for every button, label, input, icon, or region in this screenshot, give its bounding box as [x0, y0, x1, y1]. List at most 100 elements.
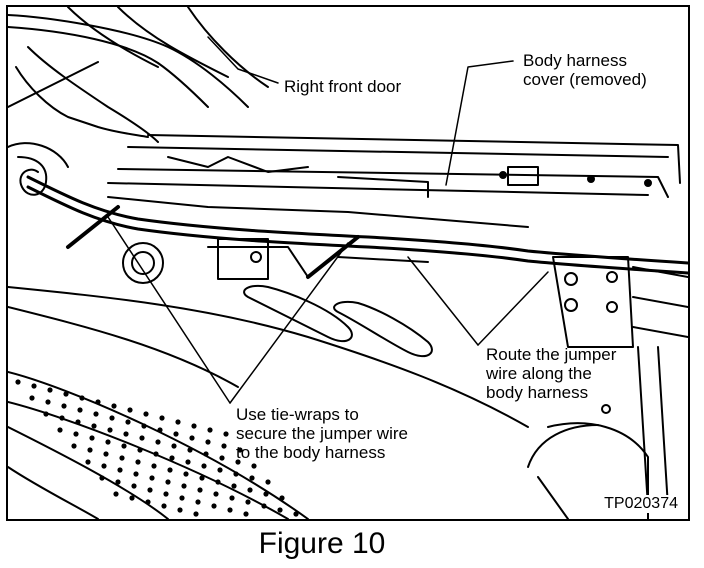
vehicle-interior-drawing	[8, 7, 688, 519]
perforation-dot	[251, 463, 257, 469]
perforation-dot	[237, 447, 243, 453]
perforation-dot	[149, 475, 155, 481]
perforation-dot	[111, 403, 117, 409]
perforation-dot	[177, 507, 183, 513]
perforation-dot	[87, 447, 93, 453]
perforation-dot	[59, 415, 65, 421]
figure-caption: Figure 10	[258, 527, 386, 560]
perforation-dot	[113, 491, 119, 497]
perforation-dot	[101, 463, 107, 469]
illustration-frame: Right front door Body harness cover (rem…	[6, 5, 690, 521]
perforation-dot	[61, 403, 67, 409]
perforation-dot	[187, 447, 193, 453]
perforation-dot	[213, 491, 219, 497]
perforation-dot	[227, 507, 233, 513]
perforation-dot	[93, 411, 99, 417]
perforation-dot	[155, 439, 161, 445]
seat-corner	[527, 422, 649, 519]
perforation-dot	[215, 479, 221, 485]
figure-code: TP020374	[602, 495, 680, 513]
perforation-dot	[175, 419, 181, 425]
perforation-dot	[137, 447, 143, 453]
perforation-dot	[195, 499, 201, 505]
perforation-dot	[43, 411, 49, 417]
perforation-dot	[119, 455, 125, 461]
perforation-dot	[199, 475, 205, 481]
bracket	[552, 256, 688, 508]
perforation-dot	[129, 495, 135, 501]
body-harness-cover	[107, 134, 681, 228]
perforation-dot	[163, 491, 169, 497]
perforation-dot	[205, 439, 211, 445]
perforation-dot	[169, 455, 175, 461]
perforation-dot	[77, 407, 83, 413]
perforation-dot	[161, 503, 167, 509]
perforation-dot	[143, 411, 149, 417]
perforation-dot	[71, 443, 77, 449]
perforation-dot	[183, 471, 189, 477]
perforation-dot	[203, 451, 209, 457]
grommet	[122, 242, 164, 284]
perforation-dot	[89, 435, 95, 441]
perforation-dot	[265, 479, 271, 485]
perforation-dot	[57, 427, 63, 433]
perforation-dot	[173, 431, 179, 437]
perforation-dot	[31, 383, 37, 389]
perforation-dot	[151, 463, 157, 469]
step-plate-perforations	[15, 379, 299, 517]
callout-route-jumper-wire: Route the jumper wire along the body har…	[486, 345, 617, 402]
perforation-dot	[141, 423, 147, 429]
perforation-dot	[221, 443, 227, 449]
callout-tie-wraps: Use tie-wraps to secure the jumper wire …	[236, 405, 408, 462]
perforation-dot	[123, 431, 129, 437]
body-harness	[26, 175, 688, 275]
perforation-dot	[249, 475, 255, 481]
perforation-dot	[181, 483, 187, 489]
callout-body-harness-cover: Body harness cover (removed)	[523, 51, 647, 89]
perforation-dot	[85, 459, 91, 465]
perforation-dot	[139, 435, 145, 441]
perforation-dot	[217, 467, 223, 473]
perforation-dot	[201, 463, 207, 469]
perforation-dot	[193, 511, 199, 517]
perforation-dot	[235, 459, 241, 465]
perforation-dot	[115, 479, 121, 485]
jumper-wire	[66, 205, 360, 279]
perforation-dot	[105, 439, 111, 445]
perforation-dot	[135, 459, 141, 465]
perforation-dot	[15, 379, 21, 385]
leader-lines	[107, 36, 549, 404]
perforation-dot	[99, 475, 105, 481]
right-front-door-panel	[8, 7, 269, 143]
perforation-dot	[243, 511, 249, 517]
perforation-dot	[153, 451, 159, 457]
perforation-dot	[167, 467, 173, 473]
perforation-dot	[263, 491, 269, 497]
perforation-dot	[223, 431, 229, 437]
perforation-dot	[79, 395, 85, 401]
perforation-dot	[103, 451, 109, 457]
perforation-dot	[197, 487, 203, 493]
perforation-dot	[293, 511, 299, 517]
callout-right-front-door: Right front door	[284, 77, 402, 96]
perforation-dot	[277, 507, 283, 513]
perforation-dot	[133, 471, 139, 477]
perforation-dot	[211, 503, 217, 509]
perforation-dot	[91, 423, 97, 429]
perforation-dot	[75, 419, 81, 425]
perforation-dot	[207, 427, 213, 433]
perforation-dot	[159, 415, 165, 421]
perforation-dot	[147, 487, 153, 493]
perforation-dot	[229, 495, 235, 501]
perforation-dot	[185, 459, 191, 465]
perforation-dot	[47, 387, 53, 393]
perforation-dot	[73, 431, 79, 437]
perforation-dot	[145, 499, 151, 505]
perforation-dot	[245, 499, 251, 505]
perforation-dot	[189, 435, 195, 441]
perforation-dot	[121, 443, 127, 449]
perforation-dot	[179, 495, 185, 501]
wire-coil	[8, 142, 69, 196]
perforation-dot	[247, 487, 253, 493]
perforation-dot	[63, 391, 69, 397]
